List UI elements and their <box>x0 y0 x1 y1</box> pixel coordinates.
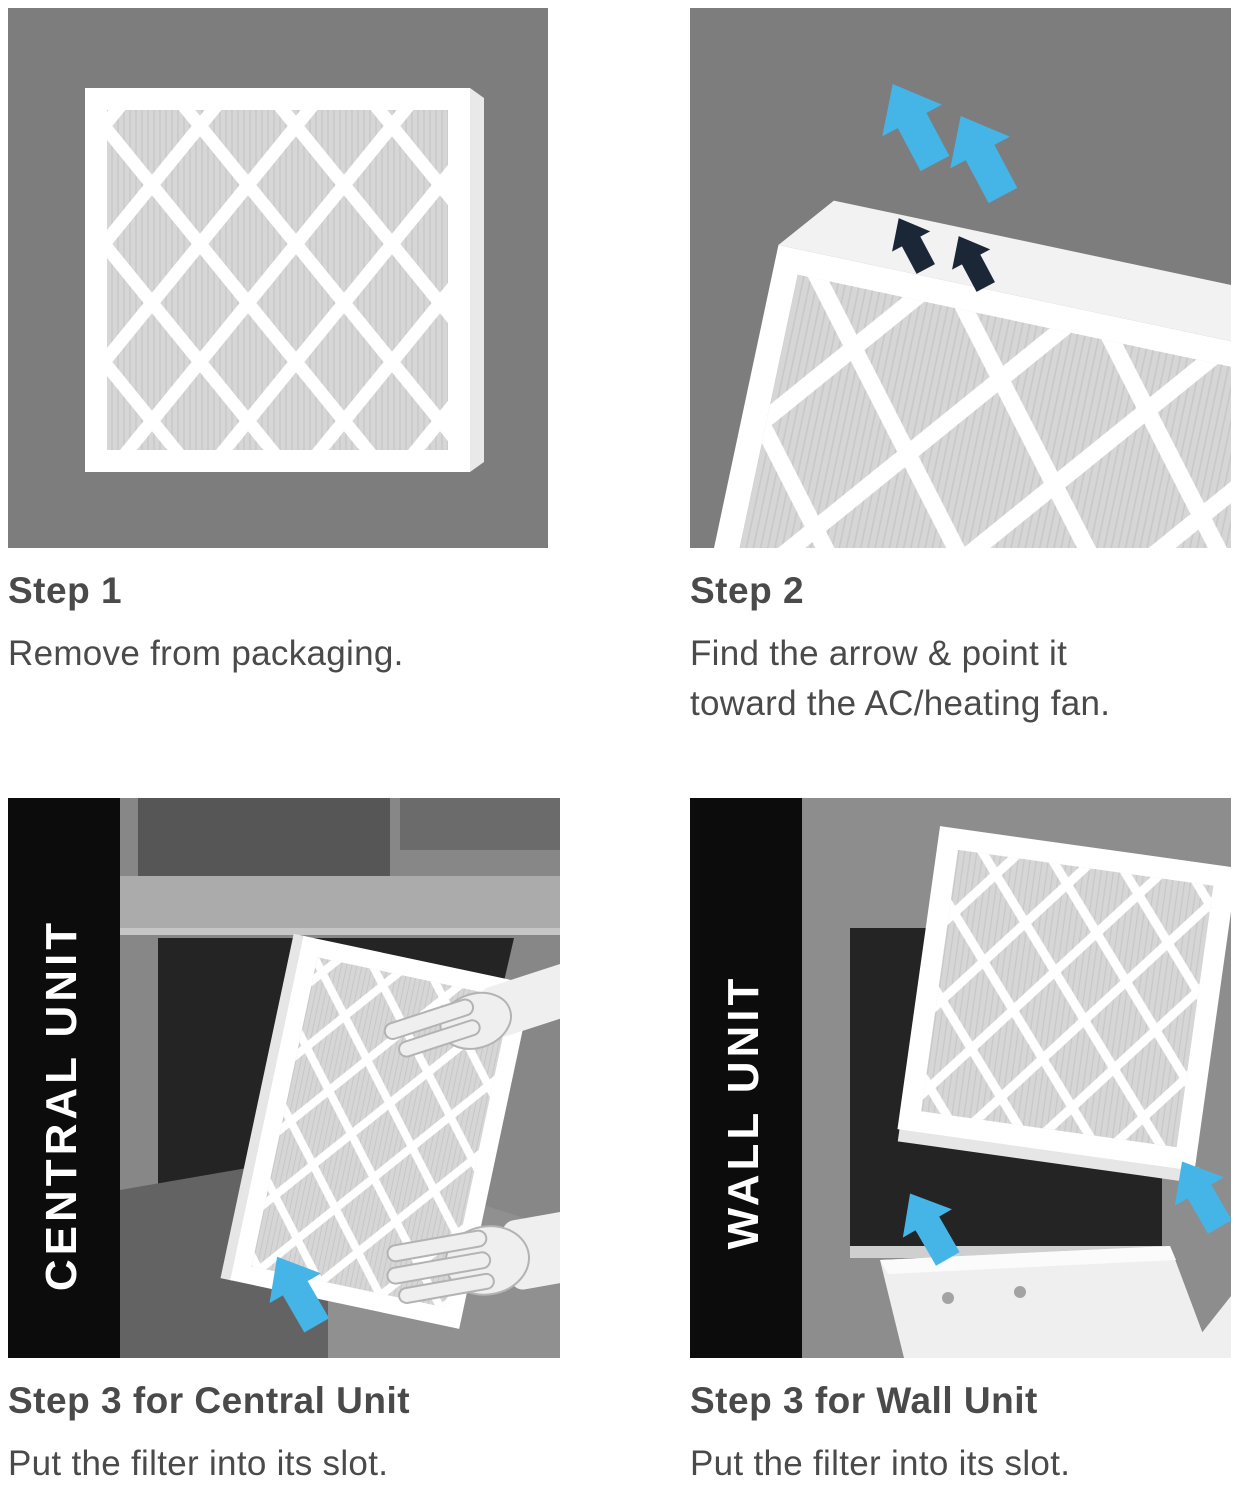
step-3-central-caption: Put the filter into its slot. <box>8 1444 389 1483</box>
step-3-wall-illustration: WALL UNIT <box>690 798 1231 1358</box>
furnace-duct <box>120 798 560 935</box>
insert-direction-arrow <box>269 1256 330 1333</box>
step-1-illustration <box>8 8 548 548</box>
wall-unit-illustration: WALL UNIT <box>690 798 1231 1358</box>
insert-arrow-left <box>902 1193 960 1266</box>
central-unit-banner-label: CENTRAL UNIT <box>37 919 86 1291</box>
airflow-arrow-blue-1 <box>882 84 950 172</box>
step-1-caption: Remove from packaging. <box>8 634 404 673</box>
vent-door <box>880 1246 1212 1358</box>
step-2-caption: Find the arrow & point it toward the AC/… <box>690 634 1111 723</box>
wall-unit-banner-label: WALL UNIT <box>719 975 768 1250</box>
filter-arrow-dark-1 <box>892 218 935 274</box>
insert-arrow-right <box>1174 1161 1231 1234</box>
step-2-title: Step 2 <box>690 570 805 611</box>
screw-icon <box>942 1292 954 1304</box>
filter-arrow-dark-2 <box>952 236 995 292</box>
step-3-central-illustration: CENTRAL UNIT <box>8 798 560 1358</box>
step-3-wall-caption: Put the filter into its slot. <box>690 1444 1071 1483</box>
airflow-direction-arrows <box>882 84 1018 292</box>
packaged-filter-illustration <box>85 88 484 472</box>
tilted-filter-icon <box>690 200 1231 548</box>
step-3-wall-section: WALL UNIT <box>690 798 1231 1489</box>
unit-banner <box>8 798 120 1358</box>
screw-icon <box>1014 1286 1026 1298</box>
step-3-wall-title: Step 3 for Wall Unit <box>690 1380 1038 1421</box>
tilted-filter-illustration <box>690 84 1231 548</box>
airflow-arrow-blue-2 <box>950 116 1018 204</box>
step-3-central-section: CENTRAL UNIT <box>8 798 560 1489</box>
hand-upper-icon <box>383 952 560 1058</box>
central-unit-illustration: CENTRAL UNIT <box>8 798 560 1358</box>
step-1-section: Step 1 Remove from packaging. <box>8 8 548 679</box>
unit-banner <box>690 798 802 1358</box>
hand-lower-icon <box>386 1203 560 1304</box>
air-filter-front-icon <box>85 88 484 472</box>
step-2-illustration <box>690 8 1231 548</box>
door-frame-edge <box>1182 1296 1231 1358</box>
step-3-central-title: Step 3 for Central Unit <box>8 1380 411 1421</box>
step-1-title: Step 1 <box>8 570 123 611</box>
air-filter-icon <box>897 826 1231 1184</box>
step-2-section: Step 2 Find the arrow & point it toward … <box>690 8 1231 728</box>
